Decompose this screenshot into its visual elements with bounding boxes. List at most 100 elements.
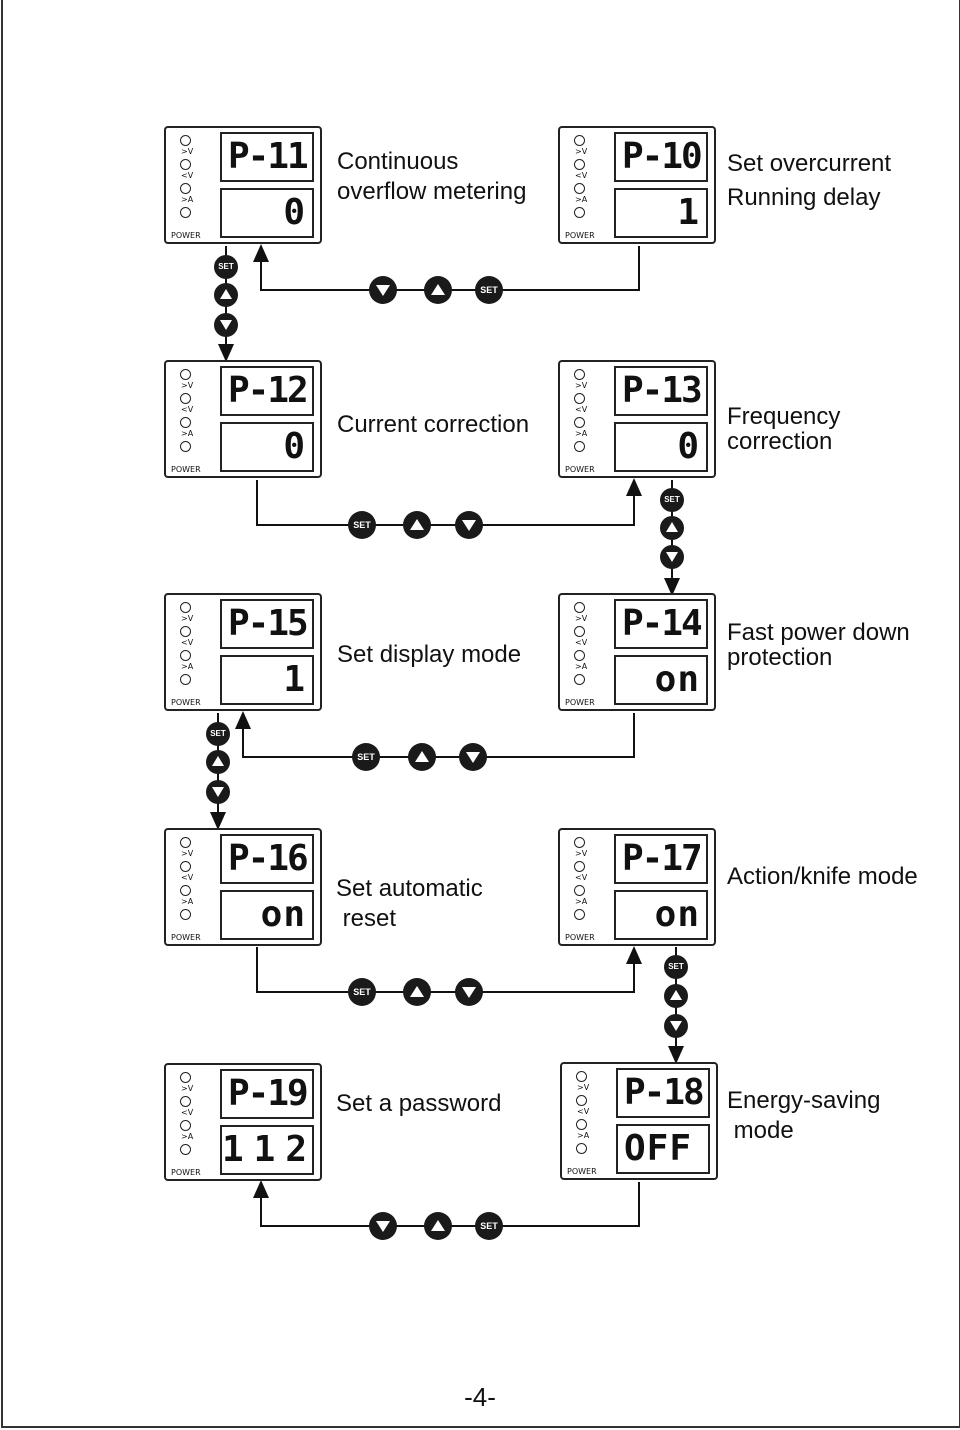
set-button[interactable]: SET: [475, 276, 503, 304]
led-icon: [574, 909, 585, 920]
led-icon: [574, 183, 585, 194]
caption-line: reset: [336, 905, 397, 932]
caption-line: Energy-saving: [727, 1087, 881, 1114]
led-label: >A: [575, 195, 588, 204]
power-label: POWER: [565, 465, 595, 474]
led-icon: [180, 674, 191, 685]
parameter-value-display: 1: [614, 188, 708, 238]
led-label: >V: [575, 849, 588, 858]
led-icon: [180, 1096, 191, 1107]
led-label: <V: [181, 873, 194, 882]
led-icon: [180, 1072, 191, 1083]
led-icon: [180, 602, 191, 613]
set-button[interactable]: SET: [206, 722, 230, 746]
set-button[interactable]: SET: [660, 488, 684, 512]
up-button[interactable]: [408, 743, 436, 771]
parameter-code-display: P-19: [220, 1069, 314, 1119]
up-button[interactable]: [660, 516, 684, 540]
led-label: >V: [577, 1083, 590, 1092]
down-button[interactable]: [214, 313, 238, 337]
led-icon: [180, 393, 191, 404]
caption-line: Action/knife mode: [727, 863, 918, 890]
parameter-code-display: P-12: [220, 366, 314, 416]
down-button[interactable]: [369, 1212, 397, 1240]
led-label: >V: [181, 147, 194, 156]
led-label: >A: [575, 662, 588, 671]
parameter-code-display: P-10: [614, 132, 708, 182]
down-button[interactable]: [459, 743, 487, 771]
led-icon: [574, 861, 585, 872]
parameter-value-display: on: [614, 655, 708, 705]
indicator-leds: >V <V >A: [180, 132, 194, 218]
device-p14: >V <V >A POWER P-14 on: [558, 593, 716, 711]
up-button[interactable]: [206, 750, 230, 774]
indicator-leds: >V <V >A: [574, 834, 588, 920]
device-p18: >V <V >A POWER P-18 OFF: [560, 1062, 718, 1180]
led-icon: [180, 885, 191, 896]
led-icon: [180, 135, 191, 146]
parameter-value-display: 0: [614, 422, 708, 472]
indicator-leds: >V <V >A: [180, 834, 194, 920]
power-label: POWER: [565, 933, 595, 942]
device-p15: >V <V >A POWER P-15 1: [164, 593, 322, 711]
caption-p10: Set overcurrent Running delay: [727, 147, 891, 215]
up-button[interactable]: [424, 276, 452, 304]
caption-line: Continuous: [337, 148, 459, 175]
led-icon: [180, 159, 191, 170]
led-label: >A: [575, 429, 588, 438]
page-number: -4-: [464, 1382, 496, 1412]
up-button[interactable]: [403, 511, 431, 539]
led-icon: [180, 417, 191, 428]
led-icon: [574, 441, 585, 452]
led-label: >A: [181, 1132, 194, 1141]
led-label: >V: [181, 1084, 194, 1093]
led-label: <V: [575, 873, 588, 882]
parameter-code-display: P-15: [220, 599, 314, 649]
set-button[interactable]: SET: [475, 1212, 503, 1240]
led-label: >A: [181, 897, 194, 906]
set-button[interactable]: SET: [664, 955, 688, 979]
caption-line: Current correction: [337, 411, 530, 438]
caption-p19: Set a password: [336, 1089, 501, 1119]
led-icon: [180, 183, 191, 194]
indicator-leds: >V <V >A: [574, 132, 588, 218]
parameter-code-display: P-18: [616, 1068, 710, 1118]
led-icon: [574, 885, 585, 896]
led-icon: [574, 369, 585, 380]
led-icon: [180, 909, 191, 920]
caption-line: overflow metering: [337, 178, 527, 205]
led-label: <V: [181, 405, 194, 414]
indicator-leds: >V <V >A: [574, 366, 588, 452]
up-button[interactable]: [424, 1212, 452, 1240]
down-button[interactable]: [664, 1014, 688, 1038]
down-button[interactable]: [206, 780, 230, 804]
device-p11: >V <V >A POWER P-11 0: [164, 126, 322, 244]
down-button[interactable]: [369, 276, 397, 304]
set-button[interactable]: SET: [348, 978, 376, 1006]
device-p17: >V <V >A POWER P-17 on: [558, 828, 716, 946]
parameter-value-display: on: [220, 890, 314, 940]
down-button[interactable]: [660, 545, 684, 569]
led-label: >V: [181, 381, 194, 390]
power-label: POWER: [171, 933, 201, 942]
led-label: >A: [575, 897, 588, 906]
down-button[interactable]: [455, 511, 483, 539]
parameter-value-display: 1: [220, 655, 314, 705]
parameter-code-display: P-11: [220, 132, 314, 182]
up-button[interactable]: [403, 978, 431, 1006]
led-label: <V: [181, 171, 194, 180]
led-label: <V: [181, 1108, 194, 1117]
up-button[interactable]: [664, 984, 688, 1008]
caption-line: protection: [727, 644, 833, 671]
set-button[interactable]: SET: [352, 743, 380, 771]
led-icon: [180, 837, 191, 848]
led-icon: [574, 626, 585, 637]
led-label: <V: [575, 405, 588, 414]
device-p19: >V <V >A POWER P-19 112: [164, 1063, 322, 1181]
device-p10: >V <V >A POWER P-10 1: [558, 126, 716, 244]
set-button[interactable]: SET: [348, 511, 376, 539]
up-button[interactable]: [214, 283, 238, 307]
parameter-value-display: 112: [220, 1125, 314, 1175]
down-button[interactable]: [455, 978, 483, 1006]
set-button[interactable]: SET: [214, 255, 238, 279]
